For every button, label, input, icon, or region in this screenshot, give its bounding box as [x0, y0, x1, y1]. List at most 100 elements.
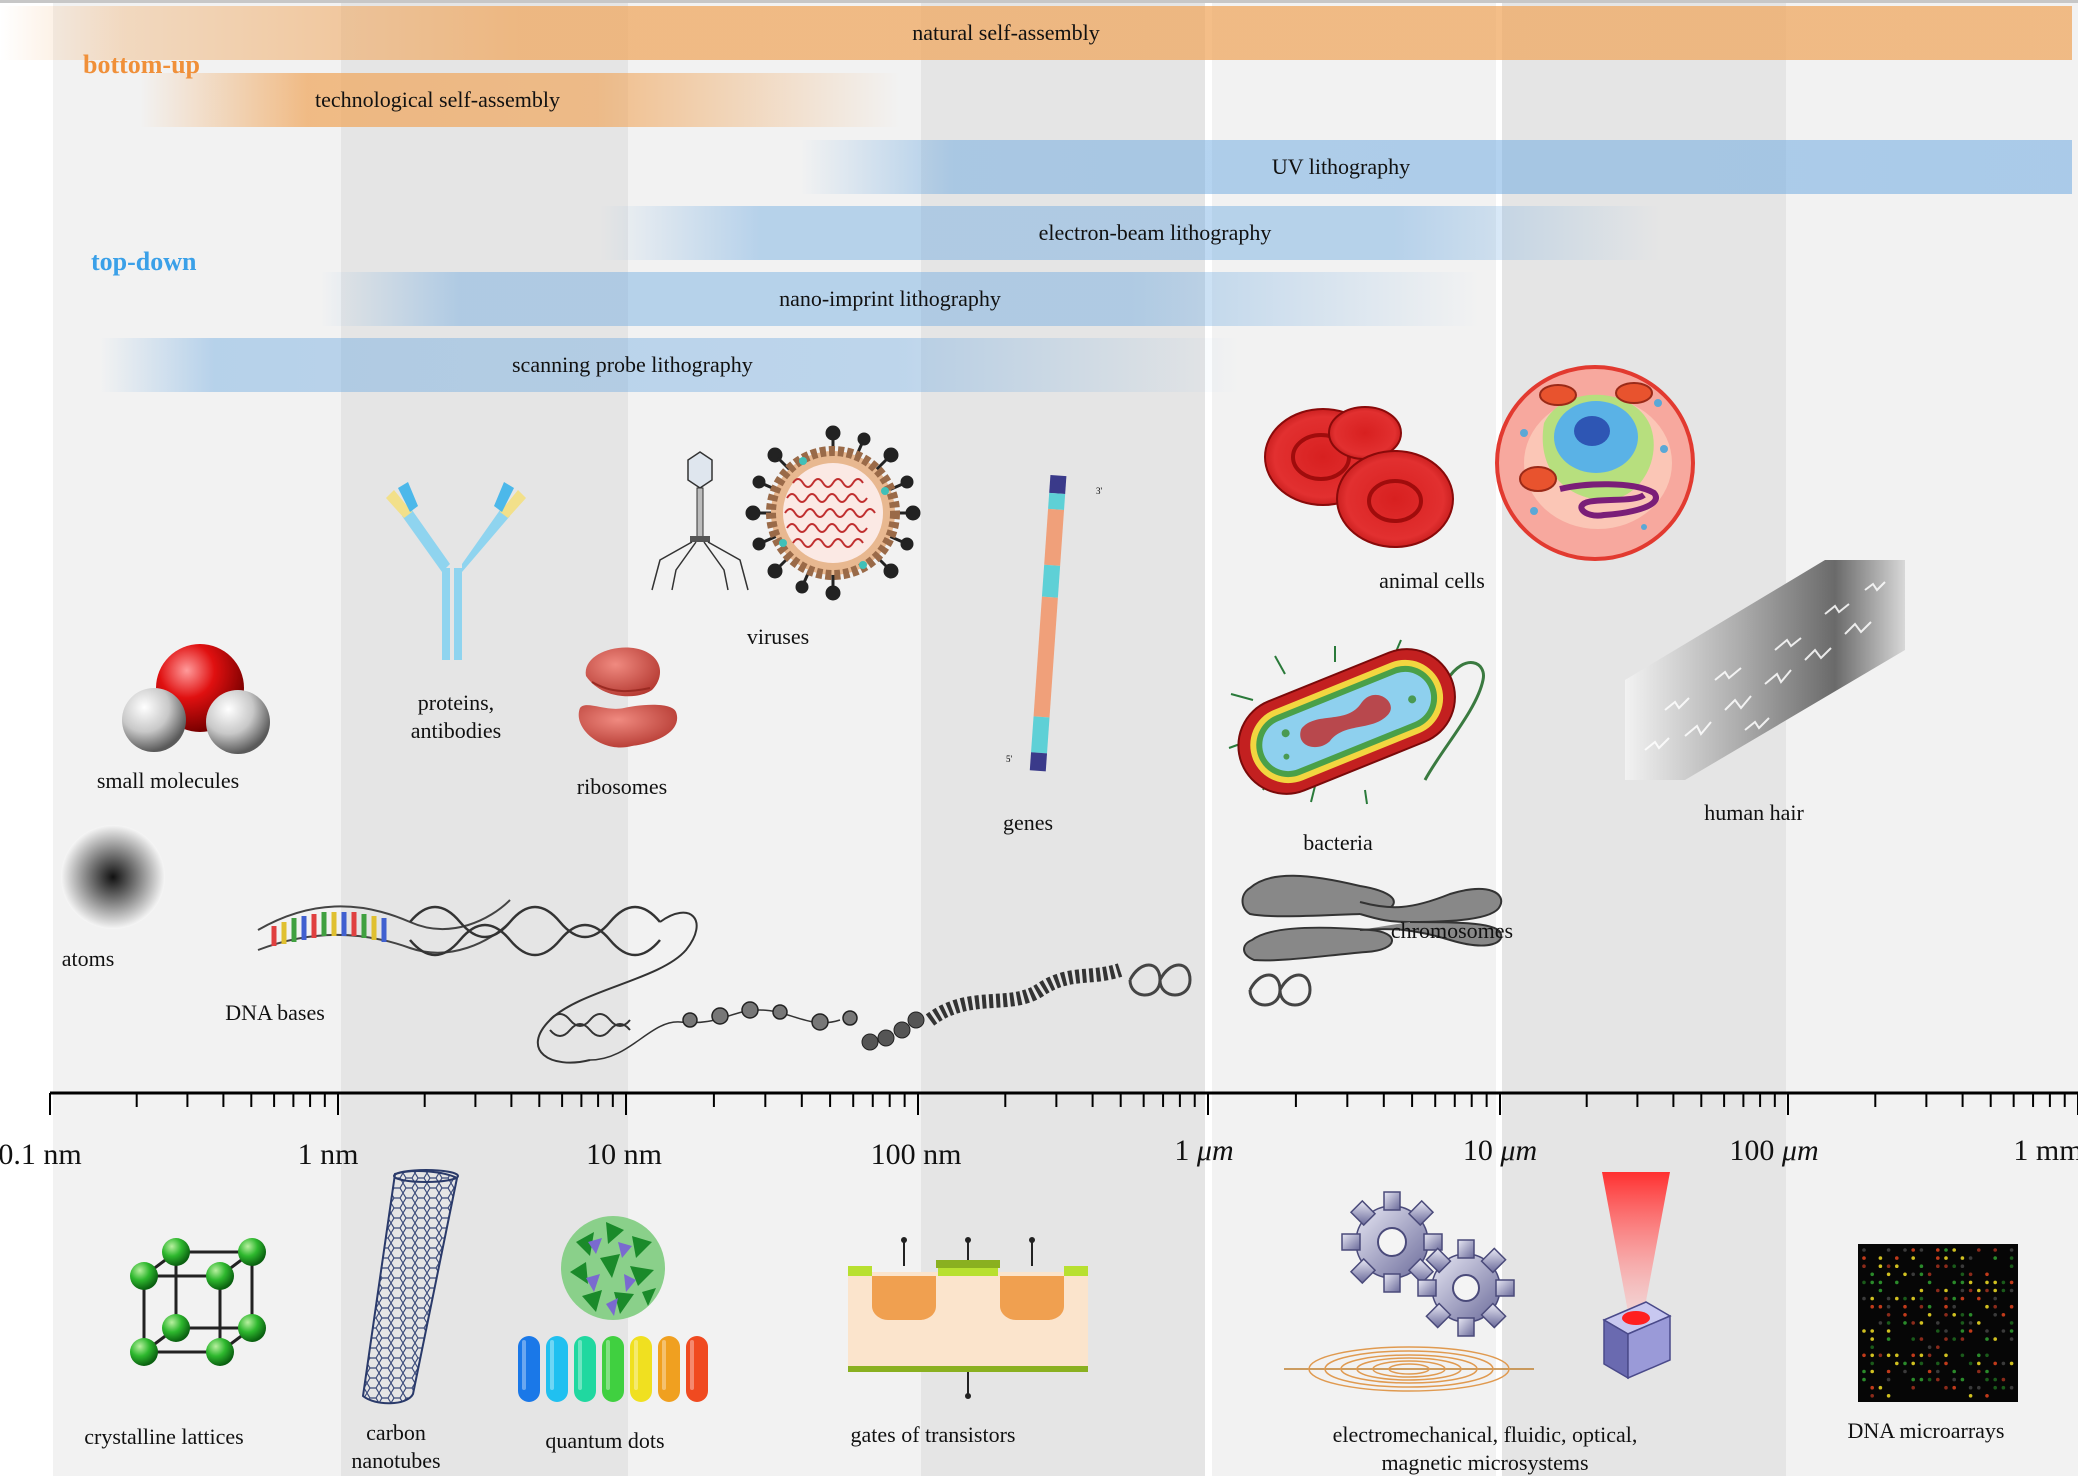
- microarray-spot: [1886, 1329, 1891, 1333]
- microarray-spot: [1862, 1280, 1866, 1285]
- microarray-spot: [1903, 1321, 1907, 1325]
- microarray-spot: [1919, 1272, 1924, 1277]
- microarray-spot: [1993, 1288, 1997, 1293]
- dna-to-chromosome-illustration: [257, 874, 1503, 1064]
- caption-nanotubes-line2: nanotubes: [351, 1448, 441, 1473]
- microarray-spot: [2001, 1385, 2006, 1390]
- caption-nanotubes-line1: carbon: [366, 1420, 426, 1445]
- microarray-spot: [1911, 1296, 1915, 1301]
- microarray-spot: [1870, 1394, 1874, 1398]
- microarray-spot: [1993, 1313, 1997, 1317]
- microarray-spot: [1985, 1329, 1989, 1333]
- band-9: [1786, 0, 2078, 1476]
- band-7: [1496, 0, 1502, 1476]
- antibody-illustration: [386, 482, 526, 660]
- microarray-spot: [1903, 1296, 1907, 1301]
- microarray-spot: [1895, 1353, 1899, 1358]
- microarray-spot: [1862, 1256, 1866, 1260]
- microarray-spot: [1936, 1345, 1940, 1349]
- microarray-spot: [1968, 1361, 1973, 1366]
- microarray-spot: [1862, 1377, 1866, 1382]
- tick-label-100um: 100 μm: [1729, 1134, 1819, 1167]
- scale-axis: [49, 1091, 2078, 1115]
- caption-proteins-line1: proteins,: [417, 690, 495, 715]
- microarray-spot: [1993, 1377, 1997, 1382]
- microarray-spot: [1919, 1337, 1924, 1341]
- microarray-spot: [1886, 1369, 1891, 1374]
- microarray-spot: [1985, 1304, 1989, 1309]
- microarray-spot: [1919, 1288, 1924, 1293]
- tick-label-0.1nm: 0.1 nm: [0, 1138, 82, 1171]
- bar-electron-beam-lithography: electron-beam lithography: [600, 206, 1660, 260]
- microarray-spot: [1968, 1280, 1973, 1285]
- microarray-spot: [1952, 1248, 1956, 1252]
- microarray-spot: [1927, 1345, 1932, 1349]
- tick-label-1mm: 1 mm: [2013, 1134, 2078, 1167]
- microarray-spot: [1977, 1248, 1981, 1252]
- microarray-spot: [1985, 1280, 1989, 1285]
- microarray-spot: [1870, 1385, 1874, 1390]
- crystal-lattice-illustration: [130, 1238, 266, 1366]
- caption-gates-of-transistors: gates of transistors: [850, 1422, 1016, 1447]
- microarray-spot: [1878, 1321, 1883, 1325]
- virus-illustration: [745, 425, 921, 601]
- microarray-spot: [1919, 1377, 1924, 1382]
- microarray-spot: [1870, 1345, 1874, 1349]
- microarray-spot: [1870, 1329, 1874, 1333]
- microarray-spot: [1936, 1248, 1940, 1252]
- ribosome-illustration: [578, 647, 678, 748]
- microarray-spot: [1895, 1256, 1899, 1260]
- microarray-spot: [1993, 1248, 1997, 1252]
- microarray-spot: [1911, 1377, 1915, 1382]
- microarray-spot: [1993, 1337, 1997, 1341]
- microarray-spot: [1985, 1377, 1989, 1382]
- caption-genes: genes: [1002, 810, 1054, 835]
- microarray-spot: [1977, 1288, 1981, 1293]
- microarray-spot: [2009, 1361, 2014, 1366]
- microarray-spot: [1985, 1288, 1989, 1293]
- bar-technological-label: technological self-assembly: [315, 87, 560, 112]
- microarray-spot: [1968, 1313, 1973, 1317]
- bar-nano-imprint-lithography: nano-imprint lithography: [320, 272, 1480, 326]
- microarray-spot: [1919, 1248, 1924, 1252]
- microarray-spot: [1870, 1296, 1874, 1301]
- microarray-spot: [1960, 1264, 1965, 1268]
- microarray-spot: [1952, 1264, 1956, 1268]
- microarray-spot: [1911, 1256, 1915, 1260]
- microarray-spot: [2001, 1361, 2006, 1366]
- microarray-spot: [1878, 1280, 1883, 1285]
- microarray-spot: [1927, 1304, 1932, 1309]
- microarray-spot: [1993, 1361, 1997, 1366]
- bar-technological-self-assembly: technological self-assembly: [140, 73, 900, 127]
- microarray-spot: [1968, 1256, 1973, 1260]
- tick-label-1um: 1 μm: [1174, 1134, 1234, 1167]
- human-hair-illustration: [1625, 560, 1905, 780]
- microarray-spot: [1911, 1385, 1915, 1390]
- quantum-dot-illustration: [561, 1216, 665, 1320]
- caption-small-molecules: small molecules: [96, 768, 240, 793]
- microarray-spot: [1944, 1264, 1948, 1268]
- microarray-spot: [1911, 1272, 1915, 1277]
- microarray-spot: [1944, 1288, 1948, 1293]
- microarray-spot: [1862, 1369, 1866, 1374]
- microarray-spot: [1993, 1296, 1997, 1301]
- microarray-spot: [1878, 1385, 1883, 1390]
- bar-uv-label: UV lithography: [1271, 154, 1411, 179]
- microarray-spot: [1936, 1377, 1940, 1382]
- microarray-spot: [1985, 1337, 1989, 1341]
- microarray-spot: [1911, 1361, 1915, 1366]
- microarray-spot: [1895, 1264, 1899, 1268]
- red-blood-cells-illustration: [1264, 406, 1454, 548]
- microarray-spot: [1895, 1296, 1899, 1301]
- microarray-spot: [1944, 1353, 1948, 1358]
- microarray-spot: [1886, 1272, 1891, 1277]
- caption-quantum-dots: quantum dots: [545, 1428, 665, 1453]
- microarray-spot: [1870, 1337, 1874, 1341]
- microarray-spot: [1919, 1321, 1924, 1325]
- microarray-spot: [1919, 1353, 1924, 1358]
- microarray-spot: [1886, 1248, 1891, 1252]
- carbon-nanotube-illustration: [361, 1169, 459, 1405]
- microarray-spot: [1911, 1337, 1915, 1341]
- coil-illustration: [1284, 1346, 1534, 1392]
- microarray-spot: [1886, 1264, 1891, 1268]
